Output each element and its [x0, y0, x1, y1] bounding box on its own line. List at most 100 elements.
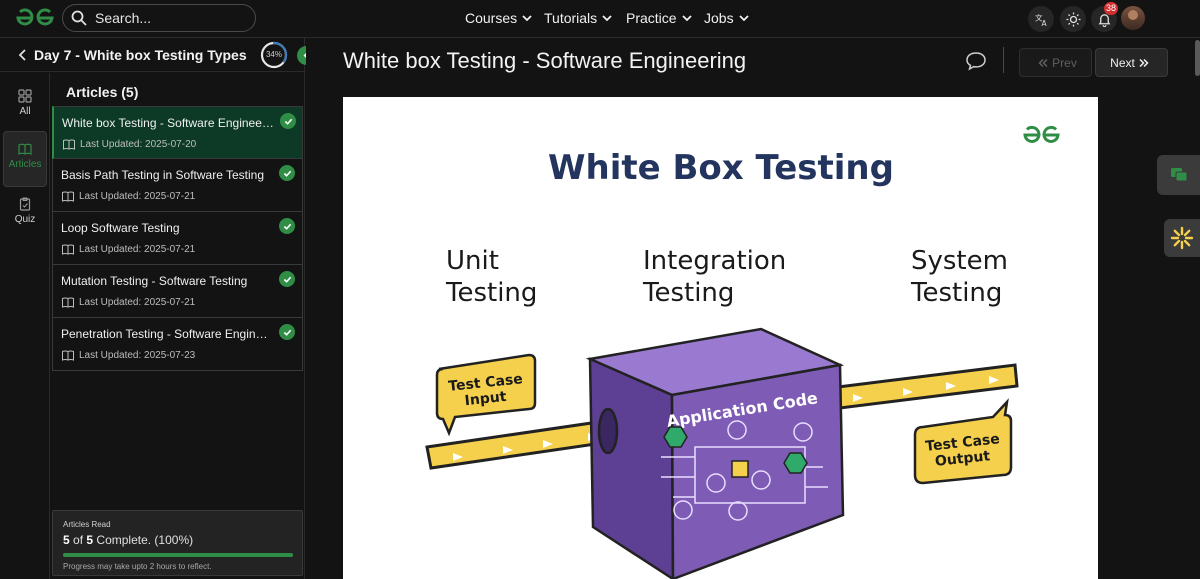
top-navbar: Search... Courses Tutorials Practice Job… — [0, 0, 1200, 38]
rail-item-articles-label: Articles — [8, 159, 42, 170]
article-title: Basis Path Testing in Software Testing — [61, 168, 265, 182]
chevron-down-icon — [602, 15, 612, 22]
white-box-testing-infographic: White Box Testing Unit Testing Integrati… — [425, 125, 1060, 579]
nav-courses-label: Courses — [465, 10, 518, 26]
nav-practice-label: Practice — [626, 10, 677, 26]
comment-icon[interactable] — [965, 51, 987, 71]
theme-toggle-button[interactable] — [1060, 6, 1086, 32]
book-icon — [62, 350, 74, 361]
nav-tutorials[interactable]: Tutorials — [544, 0, 612, 36]
sparkle-icon — [1170, 226, 1194, 250]
search-placeholder: Search... — [95, 10, 152, 26]
rail-item-quiz-label: Quiz — [14, 214, 36, 225]
book-icon — [62, 297, 74, 308]
article-item[interactable]: White box Testing - Software Engineering… — [52, 106, 303, 159]
avatar[interactable] — [1121, 6, 1145, 30]
progress-note: Progress may take upto 2 hours to reflec… — [63, 562, 212, 571]
article-updated: Last Updated: 2025-07-21 — [79, 244, 196, 255]
infographic-heading: White Box Testing — [548, 148, 894, 188]
progress-status: 5 of 5 Complete. (100%) — [63, 533, 193, 547]
translate-icon: 文A — [1034, 12, 1047, 27]
main-scrollbar[interactable] — [1190, 38, 1200, 579]
double-chevron-left-icon — [1038, 58, 1048, 67]
article-page-title: White box Testing - Software Engineering — [343, 48, 747, 73]
toolbar-divider — [1003, 47, 1004, 73]
progress-card-label: Articles Read — [63, 520, 111, 529]
system-testing-line2: Testing — [910, 278, 1002, 308]
unit-testing-line1: Unit — [446, 246, 499, 276]
output-label-line2: Output — [934, 448, 991, 470]
gfg-logo[interactable] — [14, 6, 56, 30]
clipboard-icon — [19, 197, 31, 211]
rail-item-all-label: All — [19, 106, 31, 117]
book-icon — [18, 143, 32, 155]
article-item[interactable]: Basis Path Testing in Software Testing L… — [52, 159, 303, 212]
chat-button[interactable] — [1157, 155, 1200, 195]
completed-check-icon — [279, 324, 295, 340]
section-rail: All Articles Quiz — [0, 73, 50, 579]
article-title: Penetration Testing - Software Engineeri… — [61, 327, 273, 341]
gfg-logo — [1023, 125, 1060, 143]
article-content: White box Testing - Software Engineering… — [306, 38, 1200, 579]
completed-check-icon — [279, 165, 295, 181]
progress-suffix: Complete. (100%) — [93, 533, 194, 547]
sun-icon — [1065, 11, 1081, 27]
rail-item-all[interactable]: All — [3, 79, 47, 135]
article-item[interactable]: Loop Software Testing Last Updated: 2025… — [52, 212, 303, 265]
book-icon — [63, 139, 75, 150]
book-icon — [62, 244, 74, 255]
article-title: Loop Software Testing — [61, 221, 180, 235]
nav-courses[interactable]: Courses — [465, 0, 532, 36]
completed-check-icon — [280, 113, 296, 129]
chevron-down-icon — [738, 15, 749, 22]
ai-assistant-button[interactable] — [1164, 219, 1200, 257]
output-conveyor — [836, 363, 1019, 410]
notification-badge: 38 — [1104, 2, 1119, 15]
nav-practice[interactable]: Practice — [626, 0, 692, 36]
course-progress-ring — [260, 41, 288, 69]
article-title: White box Testing - Software Engineering — [62, 116, 274, 130]
course-header: Day 7 - White box Testing Types 34% — [0, 38, 316, 72]
test-case-output-card: Test Case Output — [913, 398, 1013, 485]
bell-icon — [1098, 13, 1110, 27]
course-title: Day 7 - White box Testing Types — [34, 47, 247, 63]
nav-tutorials-label: Tutorials — [544, 10, 598, 26]
progress-bar — [63, 553, 293, 557]
article-updated: Last Updated: 2025-07-23 — [79, 350, 196, 361]
nav-jobs[interactable]: Jobs — [704, 0, 749, 36]
completed-check-icon — [279, 218, 295, 234]
output-label-line1: Test Case — [925, 431, 1001, 455]
articles-heading: Articles (5) — [66, 84, 139, 100]
integration-testing-line1: Integration — [643, 246, 786, 276]
article-updated: Last Updated: 2025-07-20 — [80, 139, 197, 150]
article-list: White box Testing - Software Engineering… — [52, 106, 303, 371]
system-testing-line1: System — [911, 246, 1008, 276]
next-button[interactable]: Next — [1095, 48, 1168, 77]
course-sidebar: Day 7 - White box Testing Types 34% All … — [0, 38, 316, 579]
rail-item-articles[interactable]: Articles — [3, 131, 47, 187]
test-case-input-card: Test Case Input — [435, 353, 537, 437]
next-label: Next — [1110, 55, 1135, 70]
completed-check-icon — [279, 271, 295, 287]
book-icon — [62, 191, 74, 202]
search-bar[interactable]: Search... — [62, 4, 256, 32]
rail-item-quiz[interactable]: Quiz — [3, 187, 47, 243]
prev-label: Prev — [1052, 55, 1077, 70]
article-updated: Last Updated: 2025-07-21 — [79, 297, 196, 308]
chevron-left-icon[interactable] — [18, 49, 28, 61]
prev-button[interactable]: Prev — [1019, 48, 1092, 77]
scrollbar-thumb[interactable] — [1195, 40, 1200, 76]
application-code-box: Application Code — [585, 327, 845, 579]
article-item[interactable]: Mutation Testing - Software Testing Last… — [52, 265, 303, 318]
unit-testing-line2: Testing — [445, 278, 537, 308]
svg-text:文: 文 — [1034, 12, 1042, 22]
progress-bar-fill — [63, 553, 293, 557]
integration-testing-line2: Testing — [642, 278, 734, 308]
chevron-down-icon — [522, 15, 532, 22]
course-progress-label: 34% — [265, 50, 282, 59]
article-item[interactable]: Penetration Testing - Software Engineeri… — [52, 318, 303, 371]
progress-of: of — [69, 533, 87, 547]
progress-read-count: 5 — [63, 533, 70, 547]
article-title: Mutation Testing - Software Testing — [61, 274, 248, 288]
